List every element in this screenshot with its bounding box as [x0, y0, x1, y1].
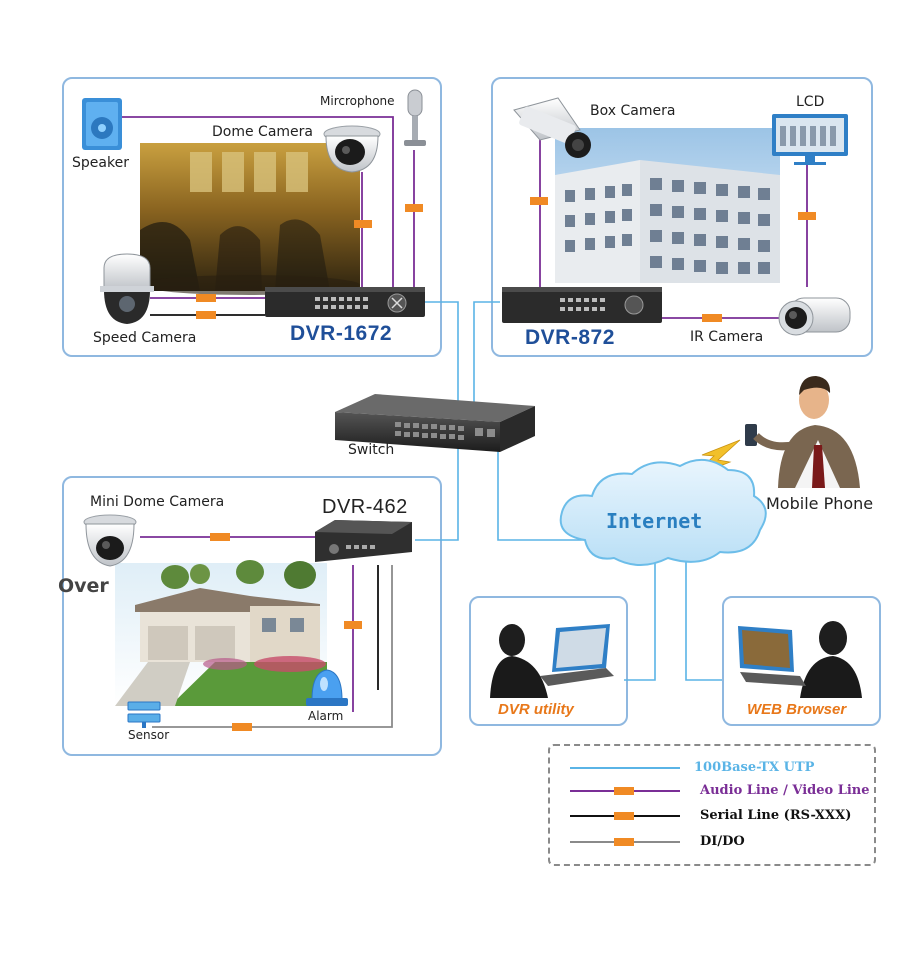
switch-device	[335, 394, 535, 452]
label-switch: Switch	[348, 442, 395, 458]
house-photo	[115, 560, 327, 706]
label-dvr-462: DVR-462	[322, 496, 408, 518]
lcd-icon	[772, 114, 848, 165]
label-lcd: LCD	[796, 94, 825, 110]
label-internet: Internet	[606, 509, 703, 533]
microphone-icon	[404, 89, 426, 146]
dome-camera-icon	[323, 125, 381, 173]
internet-cloud-icon	[559, 459, 767, 566]
label-microphone: Mircrophone	[320, 94, 395, 108]
label-mini-dome-camera: Mini Dome Camera	[90, 494, 225, 510]
building-photo	[555, 128, 780, 283]
legend	[548, 744, 876, 866]
label-sensor: Sensor	[128, 728, 170, 742]
legend-lines	[570, 767, 680, 846]
legend-item-utp: 100Base-TX UTP	[694, 760, 815, 775]
mobile-phone-user-icon	[745, 376, 860, 488]
legend-item-serial: Serial Line (RS-XXX)	[700, 808, 852, 823]
label-alarm: Alarm	[308, 709, 344, 723]
label-ir-camera: IR Camera	[690, 329, 764, 345]
speaker-icon	[82, 98, 122, 150]
dvr-utility-user-icon	[490, 624, 614, 698]
line-tags	[196, 197, 816, 731]
label-dvr-872: DVR-872	[525, 326, 615, 349]
speed-camera-icon	[100, 253, 154, 324]
dvr-872-device	[502, 287, 662, 323]
hall-photo	[140, 143, 360, 295]
web-browser-user-icon	[738, 621, 862, 698]
label-box-camera: Box Camera	[590, 103, 676, 119]
label-dvr-utility: DVR utility	[498, 701, 574, 718]
label-mobile-phone: Mobile Phone	[766, 494, 874, 513]
label-dome-camera: Dome Camera	[212, 124, 313, 140]
legend-item-av: Audio Line / Video Line	[700, 783, 870, 798]
sensor-icon	[127, 701, 161, 728]
alarm-icon	[306, 669, 348, 706]
overlay-text: Over	[58, 575, 109, 597]
label-speaker: Speaker	[72, 155, 129, 171]
legend-item-dido: DI/DO	[700, 834, 745, 849]
label-speed-camera: Speed Camera	[93, 330, 197, 346]
label-dvr-1672: DVR-1672	[290, 322, 393, 345]
label-web-browser: WEB Browser	[747, 701, 847, 718]
box-camera-icon	[513, 97, 591, 158]
dvr-1672-device	[265, 287, 425, 317]
dvr-462-device	[315, 520, 412, 562]
ir-camera-icon	[778, 297, 851, 336]
mini-dome-camera-icon	[83, 514, 137, 567]
utp-lines	[415, 301, 722, 681]
